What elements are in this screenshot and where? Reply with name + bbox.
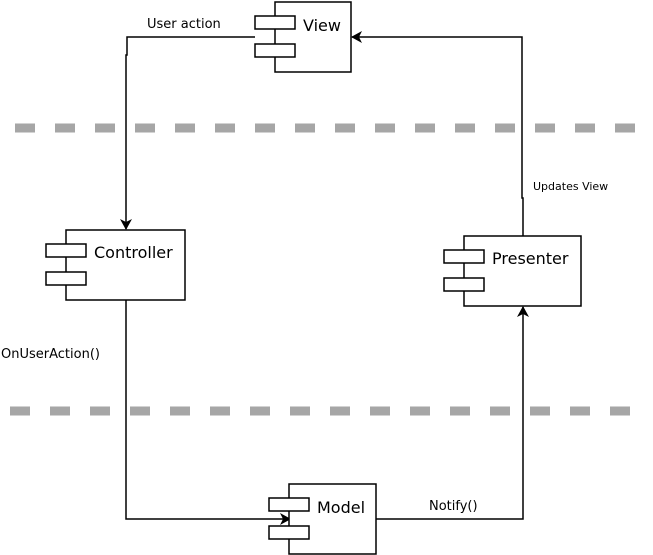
model-port-top bbox=[268, 497, 310, 512]
edge-label-updates-view: Updates View bbox=[533, 180, 608, 193]
presenter-port-bottom bbox=[443, 277, 485, 292]
view-label: View bbox=[303, 16, 341, 35]
controller-port-top bbox=[45, 243, 87, 258]
edge-label-notify: Notify() bbox=[429, 499, 478, 514]
edge-label-on-user-action: OnUserAction() bbox=[1, 347, 100, 362]
edge-controller-to-model bbox=[125, 300, 291, 525]
presenter-component[interactable]: Presenter bbox=[443, 235, 582, 307]
edge-presenter-to-view bbox=[351, 31, 524, 236]
model-port-bottom bbox=[268, 525, 310, 540]
controller-port-bottom bbox=[45, 271, 87, 286]
model-label: Model bbox=[317, 498, 365, 517]
view-port-top bbox=[254, 15, 296, 30]
edge-model-to-presenter bbox=[376, 306, 529, 520]
edge-label-user-action: User action bbox=[147, 17, 221, 32]
view-port-bottom bbox=[254, 43, 296, 58]
presenter-label: Presenter bbox=[492, 249, 569, 268]
view-component[interactable]: View bbox=[254, 1, 352, 73]
presenter-port-top bbox=[443, 249, 485, 264]
edge-view-to-controller bbox=[120, 36, 255, 230]
controller-label: Controller bbox=[94, 243, 173, 262]
model-component[interactable]: Model bbox=[268, 483, 377, 555]
controller-component[interactable]: Controller bbox=[45, 229, 186, 301]
